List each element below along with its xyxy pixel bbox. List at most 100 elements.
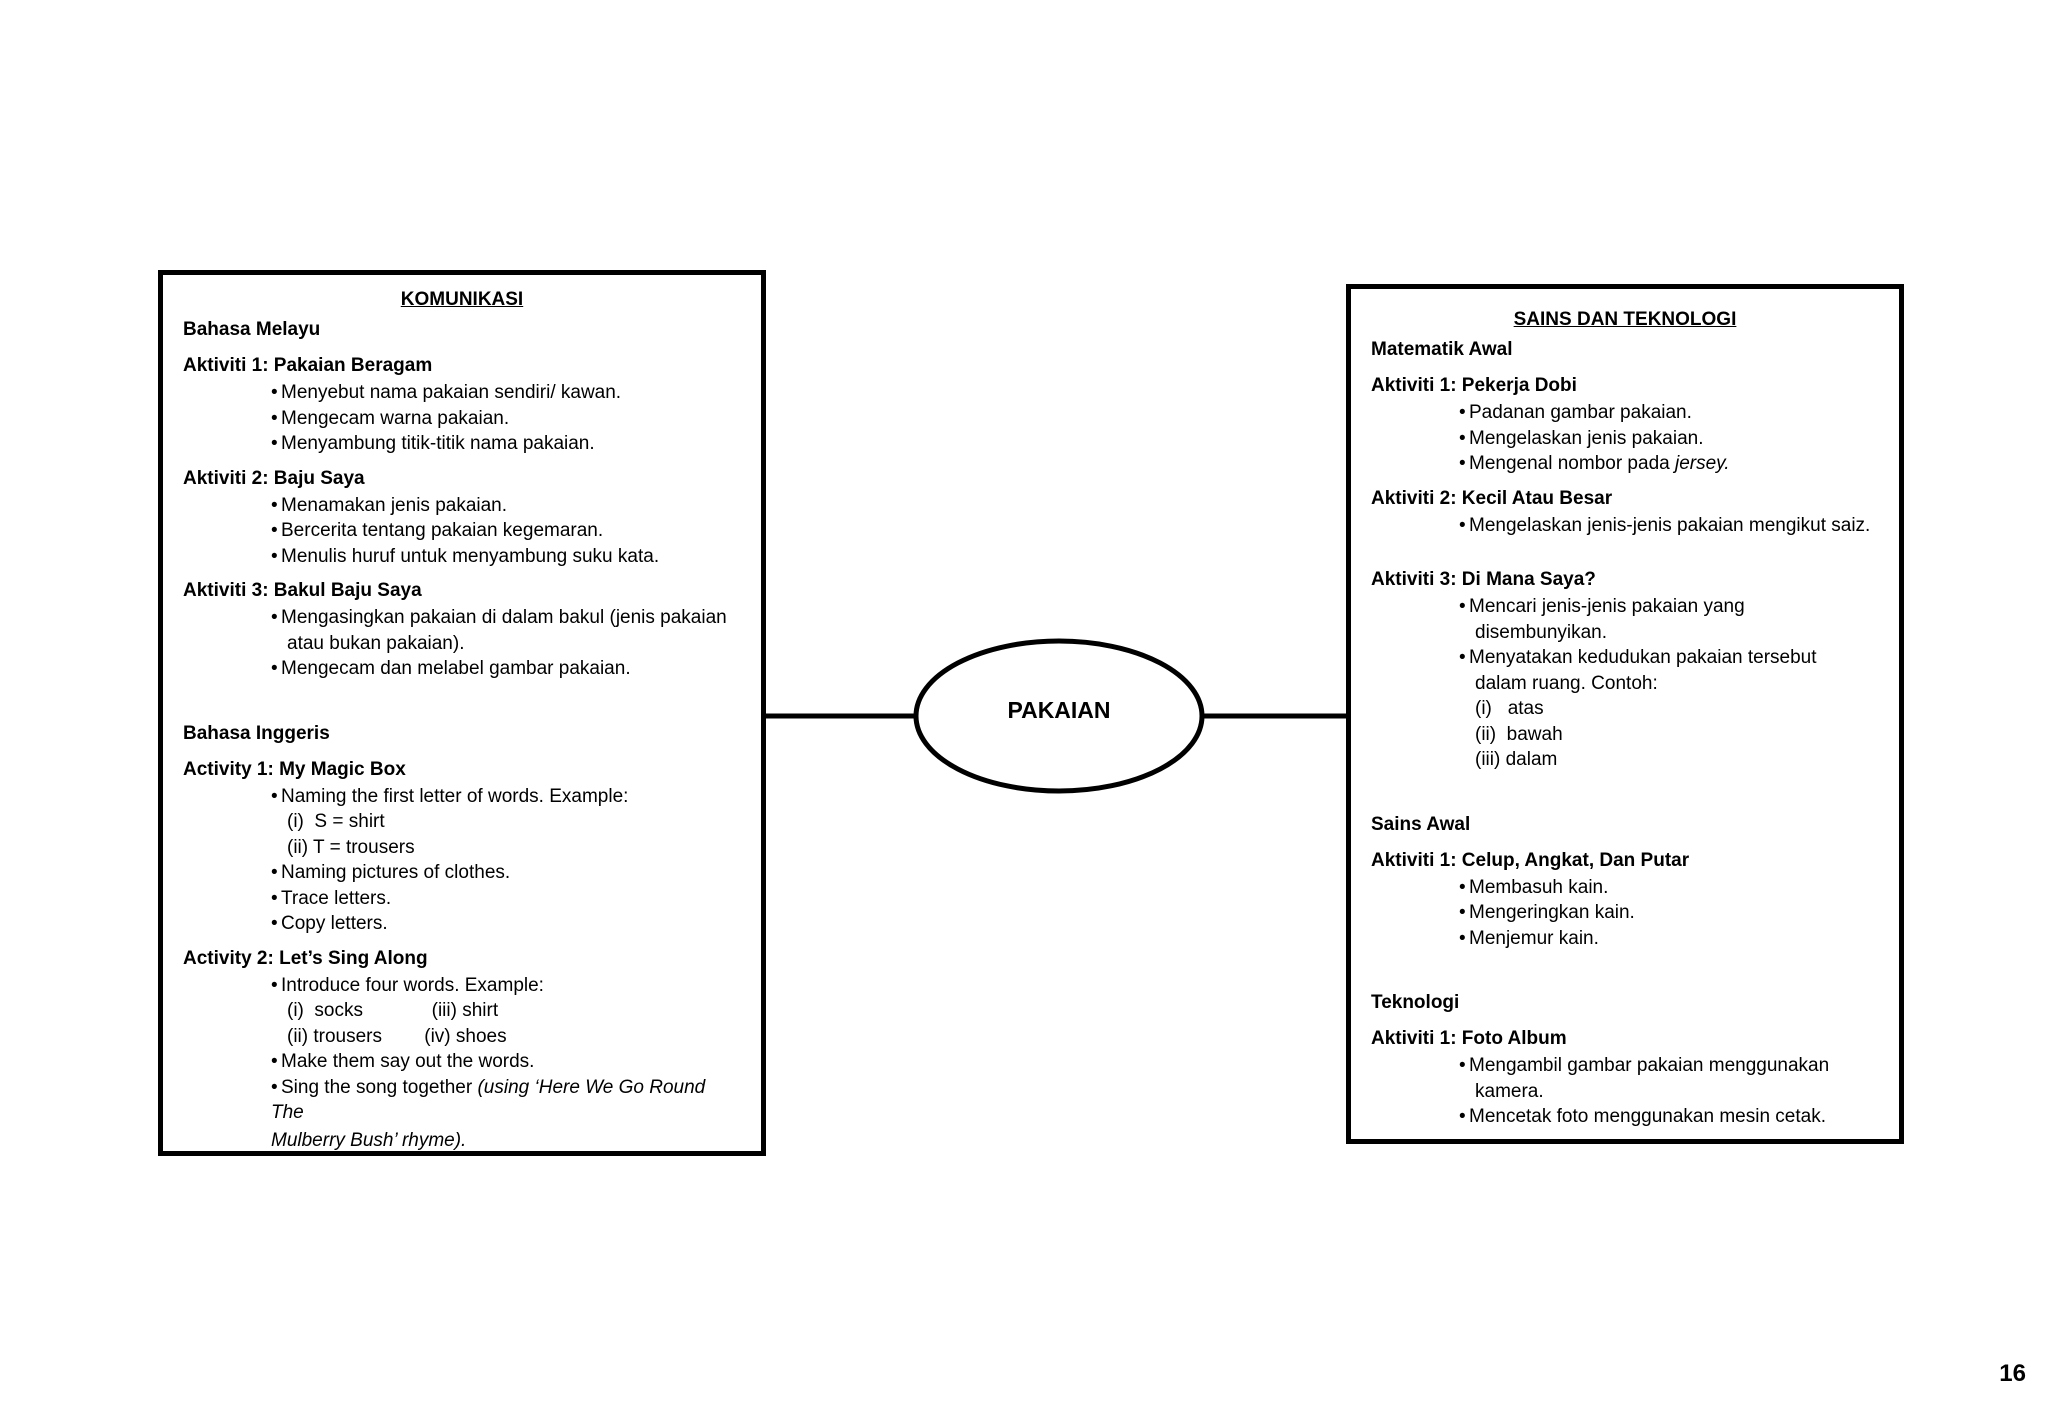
item-text: Menjemur kain.: [1469, 927, 1599, 949]
bullet-icon: •: [271, 974, 278, 996]
list-item: •Mengecam warna pakaian.: [271, 406, 741, 432]
list-item: •Bercerita tentang pakaian kegemaran.: [271, 518, 741, 544]
bullet-icon: •: [271, 658, 278, 679]
item-text: Menyatakan kedudukan pakaian tersebut: [1469, 647, 1817, 668]
example-line: (i) atas: [1475, 698, 1544, 719]
bullet-icon: •: [1459, 902, 1466, 923]
list-item: •Menamakan jenis pakaian.: [271, 493, 741, 519]
bullet-icon: •: [271, 545, 278, 567]
list-item: •Menyambung titik-titik nama pakaian.: [271, 431, 741, 457]
example-line: (iii) dalam: [1475, 749, 1558, 770]
item-text: Mengambil gambar pakaian menggunakan: [1469, 1055, 1830, 1076]
activity-list: •Naming the first letter of words. Examp…: [183, 784, 741, 937]
list-item: •Menulis huruf untuk menyambung suku kat…: [271, 544, 741, 570]
item-text: Menamakan jenis pakaian.: [281, 494, 508, 516]
bullet-icon: •: [271, 607, 278, 628]
item-text: Introduce four words. Example:: [281, 974, 544, 996]
subject-teknologi: Teknologi: [1371, 992, 1460, 1013]
item-text: Trace letters.: [281, 887, 392, 909]
item-text: Mengeringkan kain.: [1469, 902, 1635, 923]
item-text: Membasuh kain.: [1469, 876, 1609, 898]
list-item: •Trace letters.: [271, 886, 741, 912]
item-text: Copy letters.: [281, 913, 388, 934]
activity-title: Aktiviti 3: Di Mana Saya?: [1371, 569, 1596, 590]
activity-title: Aktiviti 3: Bakul Baju Saya: [183, 580, 422, 601]
list-item-continuation: Mulberry Bush’ rhyme).: [271, 1129, 467, 1151]
list-item: •Naming the first letter of words. Examp…: [271, 784, 741, 810]
bullet-icon: •: [271, 407, 278, 429]
list-item: •Mengelaskan jenis-jenis pakaian mengiku…: [1459, 513, 1879, 539]
center-label: PAKAIAN: [1007, 697, 1111, 723]
list-item: •Mengelaskan jenis pakaian.: [1459, 426, 1879, 452]
bullet-icon: •: [1459, 927, 1466, 949]
list-item: •Mengeringkan kain.: [1459, 900, 1879, 926]
list-item: •Menyebut nama pakaian sendiri/ kawan.: [271, 380, 741, 406]
subject-sains-awal: Sains Awal: [1371, 813, 1471, 835]
activity-title: Aktiviti 2: Baju Saya: [183, 467, 365, 489]
list-item: •Mencetak foto menggunakan mesin cetak.: [1459, 1104, 1879, 1130]
activity-list: •Introduce four words. Example: (i) sock…: [183, 973, 741, 1156]
item-text: Naming the first letter of words. Exampl…: [281, 785, 629, 807]
bullet-icon: •: [1459, 1055, 1466, 1076]
list-item: •Naming pictures of clothes.: [271, 860, 741, 886]
example-line: (i) S = shirt: [287, 811, 385, 832]
item-text: Mengasingkan pakaian di dalam bakul (jen…: [281, 607, 727, 628]
activity-list: •Padanan gambar pakaian. •Mengelaskan je…: [1371, 400, 1879, 477]
bullet-icon: •: [271, 494, 278, 516]
list-item: •Sing the song together (using ‘Here We …: [271, 1075, 741, 1126]
item-text-italic: jersey.: [1674, 453, 1730, 474]
subject-bahasa-melayu: Bahasa Melayu: [183, 319, 321, 340]
bullet-icon: •: [1459, 427, 1466, 449]
activity-list: •Membasuh kain. •Mengeringkan kain. •Men…: [1371, 875, 1879, 952]
bullet-icon: •: [271, 520, 278, 541]
activity-list: •Mencari jenis-jenis pakaian yang disemb…: [1371, 594, 1879, 773]
item-text: Make them say out the words.: [281, 1051, 535, 1072]
item-text: Mengecam dan melabel gambar pakaian.: [281, 658, 631, 679]
subject-bahasa-inggeris: Bahasa Inggeris: [183, 722, 330, 744]
activity-list: •Mengelaskan jenis-jenis pakaian mengiku…: [1371, 513, 1879, 539]
activity-title: Aktiviti 1: Celup, Angkat, Dan Putar: [1371, 849, 1690, 871]
list-item-continuation: atau bukan pakaian).: [287, 632, 465, 654]
item-text: Mengelaskan jenis pakaian.: [1469, 427, 1704, 449]
activity-title: Aktiviti 1: Pekerja Dobi: [1371, 375, 1577, 396]
activity-list: •Menyebut nama pakaian sendiri/ kawan. •…: [183, 380, 741, 457]
sains-teknologi-box: SAINS DAN TEKNOLOGI Matematik Awal Aktiv…: [1346, 284, 1904, 1144]
bullet-icon: •: [271, 433, 278, 454]
example-line: (ii) trousers (iv) shoes: [287, 1025, 507, 1047]
item-text: Menyebut nama pakaian sendiri/ kawan.: [281, 382, 622, 403]
activity-title: Activity 2: Let’s Sing Along: [183, 947, 428, 969]
item-text: Naming pictures of clothes.: [281, 862, 511, 883]
activity-list: •Mengasingkan pakaian di dalam bakul (je…: [183, 605, 741, 682]
item-text: Mencetak foto menggunakan mesin cetak.: [1469, 1106, 1826, 1127]
list-item: •Introduce four words. Example:: [271, 973, 741, 999]
item-text: Padanan gambar pakaian.: [1469, 402, 1692, 423]
list-item: •Membasuh kain.: [1459, 875, 1879, 901]
activity-title: Aktiviti 2: Kecil Atau Besar: [1371, 487, 1613, 509]
activity-list: •Menamakan jenis pakaian. •Bercerita ten…: [183, 493, 741, 570]
item-text: Menulis huruf untuk menyambung suku kata…: [281, 545, 660, 567]
list-item: •Menjemur kain.: [1459, 926, 1879, 952]
item-text: Sing the song together: [281, 1076, 478, 1098]
list-item: •Mencari jenis-jenis pakaian yang: [1459, 594, 1879, 620]
item-text: Mengelaskan jenis-jenis pakaian mengikut…: [1469, 514, 1871, 536]
item-text: Mengenal nombor pada: [1469, 453, 1675, 474]
bullet-icon: •: [271, 1076, 278, 1098]
list-item-continuation: dalam ruang. Contoh:: [1475, 672, 1658, 694]
item-text: Mencari jenis-jenis pakaian yang: [1469, 596, 1745, 617]
list-item: •Padanan gambar pakaian.: [1459, 400, 1879, 426]
komunikasi-title: KOMUNIKASI: [400, 289, 524, 310]
list-item: •Copy letters.: [271, 911, 741, 937]
list-item: •Menyatakan kedudukan pakaian tersebut: [1459, 645, 1879, 671]
bullet-icon: •: [271, 887, 278, 909]
list-item-continuation: kamera.: [1475, 1080, 1544, 1102]
bullet-icon: •: [271, 1051, 278, 1072]
page-number: 16: [1999, 1360, 2026, 1387]
bullet-icon: •: [271, 785, 278, 807]
example-line: (ii) T = trousers: [287, 836, 415, 858]
activity-title: Activity 1: My Magic Box: [183, 758, 406, 780]
bullet-icon: •: [1459, 1106, 1466, 1127]
item-text: Menyambung titik-titik nama pakaian.: [281, 433, 595, 454]
bullet-icon: •: [1459, 402, 1466, 423]
bullet-icon: •: [1459, 514, 1466, 536]
list-item-continuation: disembunyikan.: [1475, 621, 1608, 643]
